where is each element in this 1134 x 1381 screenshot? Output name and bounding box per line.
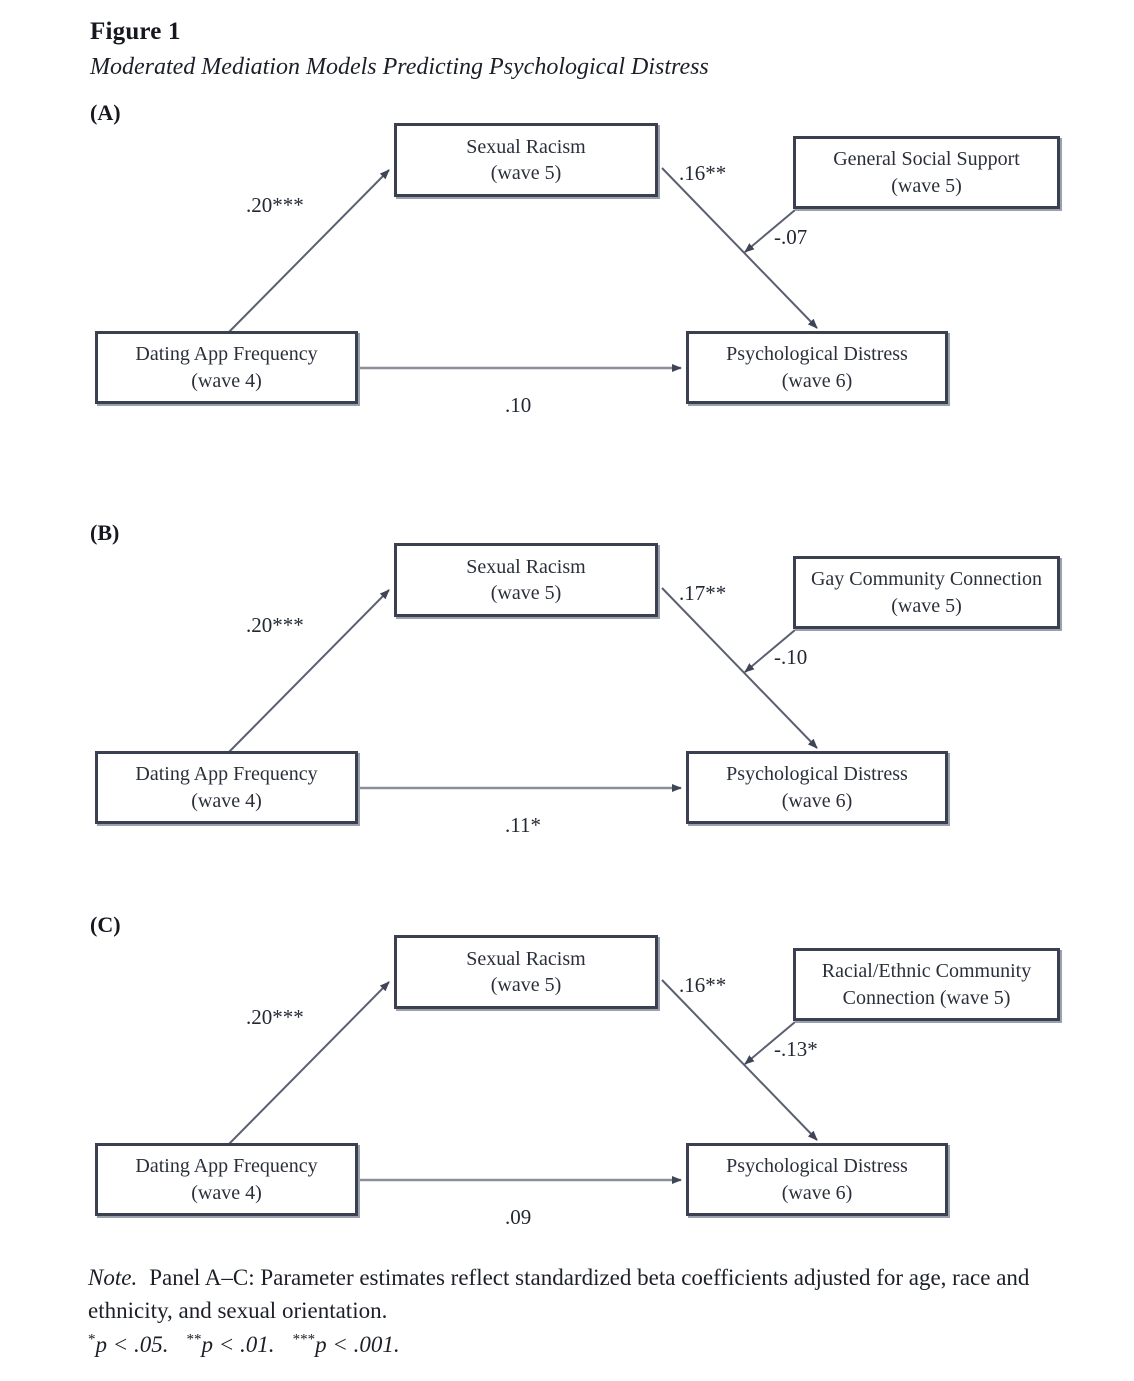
node-outcome-line2: (wave 6): [781, 789, 853, 812]
node-predictor-line2: (wave 4): [191, 369, 262, 392]
sig-three-stars: ***: [292, 1331, 316, 1348]
panel-a: (A) Sexual Racism (wave 5) Dating App Fr…: [0, 100, 1134, 460]
node-moderator[interactable]: Racial/Ethnic Community Connection (wave…: [793, 948, 1060, 1021]
panel-a-label: (A): [90, 100, 121, 125]
coefficient-path-a: .20***: [246, 193, 304, 217]
coefficient-path-b: .16**: [679, 161, 727, 185]
note-significance: *p < .05. **p < .01. ***p < .001.: [88, 1329, 1078, 1362]
coefficient-path-b: .17**: [679, 581, 727, 605]
panel-c: (C) Sexual Racism (wave 5) Dating App Fr…: [0, 912, 1134, 1272]
node-mediator-line1: Sexual Racism: [466, 135, 586, 158]
node-predictor-line2: (wave 4): [191, 1181, 262, 1204]
figure-note: Note.Panel A–C: Parameter estimates refl…: [88, 1262, 1078, 1362]
note-lead: Note.: [88, 1265, 138, 1290]
coefficient-path-moderator: -.07: [774, 225, 808, 249]
node-mediator-line2: (wave 5): [490, 974, 562, 996]
node-moderator-line1: Racial/Ethnic Community: [821, 960, 1032, 983]
node-mediator[interactable]: Sexual Racism (wave 5): [394, 935, 658, 1009]
node-outcome-line2: (wave 6): [781, 1181, 853, 1204]
coefficient-path-b: .16**: [679, 973, 727, 997]
panel-b: (B) Sexual Racism (wave 5) Dating App Fr…: [0, 520, 1134, 880]
node-mediator-line2: (wave 5): [490, 162, 562, 184]
note-body-line: Note.Panel A–C: Parameter estimates refl…: [88, 1262, 1078, 1327]
node-moderator[interactable]: Gay Community Connection (wave 5): [793, 556, 1060, 629]
sig-two-stars: **: [186, 1331, 202, 1348]
coefficient-path-a: .20***: [246, 613, 304, 637]
node-moderator-line2: (wave 5): [891, 594, 962, 617]
coefficient-path-a: .20***: [246, 1005, 304, 1029]
panel-b-label: (B): [90, 520, 120, 545]
sig-one-text: p < .05.: [95, 1332, 169, 1358]
node-outcome[interactable]: Psychological Distress (wave 6): [686, 331, 948, 404]
node-mediator-line1: Sexual Racism: [466, 555, 586, 578]
node-mediator[interactable]: Sexual Racism (wave 5): [394, 123, 658, 197]
node-outcome-line1: Psychological Distress: [726, 763, 908, 786]
node-predictor-line1: Dating App Frequency: [135, 763, 318, 786]
node-predictor[interactable]: Dating App Frequency (wave 4): [95, 751, 358, 824]
note-body: Panel A–C: Parameter estimates reflect s…: [88, 1265, 1030, 1323]
figure-title: Moderated Mediation Models Predicting Ps…: [90, 53, 709, 80]
node-moderator-line1: Gay Community Connection: [810, 568, 1043, 591]
node-mediator-line1: Sexual Racism: [466, 947, 586, 970]
coefficient-path-moderator: -.13*: [774, 1037, 818, 1061]
coefficient-path-moderator: -.10: [774, 645, 808, 669]
sig-two-text: p < .01.: [201, 1332, 275, 1358]
coefficient-path-c: .10: [505, 393, 532, 417]
node-predictor[interactable]: Dating App Frequency (wave 4): [95, 1143, 358, 1216]
node-predictor-line1: Dating App Frequency: [135, 343, 318, 366]
node-mediator[interactable]: Sexual Racism (wave 5): [394, 543, 658, 617]
sig-one-stars: *: [88, 1331, 96, 1348]
panel-c-label: (C): [90, 912, 121, 937]
node-outcome-line1: Psychological Distress: [726, 343, 908, 366]
node-moderator-line1: General Social Support: [833, 148, 1020, 171]
node-outcome[interactable]: Psychological Distress (wave 6): [686, 1143, 948, 1216]
node-mediator-line2: (wave 5): [490, 582, 562, 604]
node-moderator-line2: (wave 5): [891, 174, 962, 197]
figure-header: Figure 1 Moderated Mediation Models Pred…: [90, 18, 1090, 82]
node-predictor-line2: (wave 4): [191, 789, 262, 812]
coefficient-path-c: .09: [505, 1205, 532, 1229]
node-moderator[interactable]: General Social Support (wave 5): [793, 136, 1060, 209]
sig-three-text: p < .001.: [315, 1332, 400, 1358]
node-outcome[interactable]: Psychological Distress (wave 6): [686, 751, 948, 824]
node-moderator-line2: Connection (wave 5): [842, 986, 1011, 1009]
node-predictor-line1: Dating App Frequency: [135, 1155, 318, 1178]
node-outcome-line2: (wave 6): [781, 369, 853, 392]
figure-number: Figure 1: [90, 18, 181, 45]
node-outcome-line1: Psychological Distress: [726, 1155, 908, 1178]
node-predictor[interactable]: Dating App Frequency (wave 4): [95, 331, 358, 404]
coefficient-path-c: .11*: [505, 813, 541, 837]
